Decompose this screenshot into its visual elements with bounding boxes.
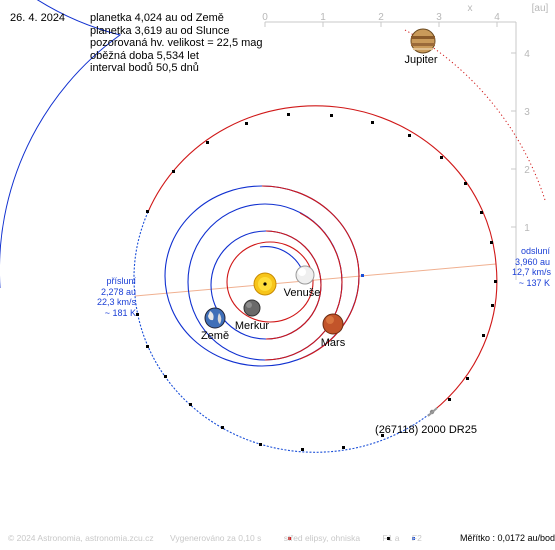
mars bbox=[322, 313, 344, 335]
asteroid-orbit bbox=[133, 105, 498, 453]
footer-generated: Vygenerováno za 0,10 s bbox=[170, 533, 262, 543]
earth bbox=[204, 307, 226, 329]
y-tick-4: 4 bbox=[524, 49, 530, 60]
x-tick-4: 4 bbox=[494, 12, 500, 23]
mercury bbox=[243, 299, 261, 317]
mercury-label: Merkur bbox=[235, 320, 270, 332]
perihelion-distance: 2,278 au bbox=[100, 286, 136, 297]
x-tick-2: 2 bbox=[378, 12, 384, 23]
x-tick-1: 1 bbox=[320, 12, 326, 23]
info-point-interval: interval bodů 50,5 dnů bbox=[90, 62, 199, 74]
sun bbox=[253, 272, 277, 296]
jupiter-orbit-past bbox=[0, 0, 122, 288]
venus-label: Venuše bbox=[284, 287, 321, 299]
mars-label: Mars bbox=[321, 337, 346, 349]
x-tick-0: 0 bbox=[262, 12, 268, 23]
legend-center-marker bbox=[288, 537, 291, 540]
footer-copyright: © 2024 Astronomia, astronomia.zcu.cz bbox=[8, 533, 154, 543]
asteroid-info: planetka 4,024 au od Země planetka 3,619… bbox=[90, 12, 263, 75]
date: 26. 4. 2024 bbox=[10, 12, 66, 24]
footer-legend-f1: F1 a bbox=[382, 533, 400, 543]
perihelion-temp: ~ 181 K bbox=[104, 307, 136, 318]
perihelion-speed: 22,3 km/s bbox=[96, 297, 136, 307]
y-tick-2: 2 bbox=[524, 165, 530, 176]
aphelion-title: odsluní bbox=[520, 246, 550, 256]
mercury-orbit bbox=[226, 241, 314, 323]
asteroid-label: (267118) 2000 DR25 bbox=[375, 424, 477, 436]
info-sun-distance: planetka 3,619 au od Slunce bbox=[90, 24, 230, 37]
footer-legend-f2: F2 bbox=[411, 533, 422, 543]
scale-axes: 0 1 2 3 4 x [au] 1 2 3 4 bbox=[262, 3, 549, 280]
perihelion-title: přísluní bbox=[106, 276, 136, 286]
info-magnitude: pozorovaná hv. velikost = 22,5 mag bbox=[90, 37, 263, 49]
jupiter-label: Jupiter bbox=[404, 54, 437, 66]
legend-f2-marker bbox=[412, 537, 415, 540]
perihelion-info: přísluní 2,278 au 22,3 km/s ~ 181 K bbox=[86, 276, 136, 318]
aphelion-speed: 12,7 km/s bbox=[512, 267, 552, 277]
x-axis-marker: x bbox=[468, 3, 473, 14]
x-tick-3: 3 bbox=[436, 12, 442, 23]
aphelion-info: odsluní 3,960 au 12,7 km/s ~ 137 K bbox=[512, 246, 552, 288]
info-period: oběžná doba 5,534 let bbox=[90, 49, 199, 62]
aphelion-distance: 3,960 au bbox=[514, 256, 550, 267]
scale-label: Měřítko : 0,0172 au/bod bbox=[460, 533, 555, 543]
unit-label: [au] bbox=[532, 3, 549, 14]
earth-label: Země bbox=[201, 330, 229, 342]
info-earth-distance: planetka 4,024 au od Země bbox=[90, 12, 224, 24]
venus bbox=[295, 265, 315, 285]
apsis-line bbox=[134, 263, 497, 297]
y-tick-3: 3 bbox=[524, 107, 530, 118]
footer: © 2024 Astronomia, astronomia.zcu.cz Vyg… bbox=[8, 533, 436, 543]
jupiter bbox=[410, 28, 436, 54]
y-tick-1: 1 bbox=[524, 223, 530, 234]
legend-f1-marker bbox=[387, 537, 390, 540]
aphelion-temp: ~ 137 K bbox=[518, 277, 550, 288]
focus-f2-marker bbox=[361, 274, 364, 277]
planet-orbits bbox=[164, 185, 360, 367]
footer-legend-center: střed elipsy, ohniska bbox=[283, 533, 361, 543]
